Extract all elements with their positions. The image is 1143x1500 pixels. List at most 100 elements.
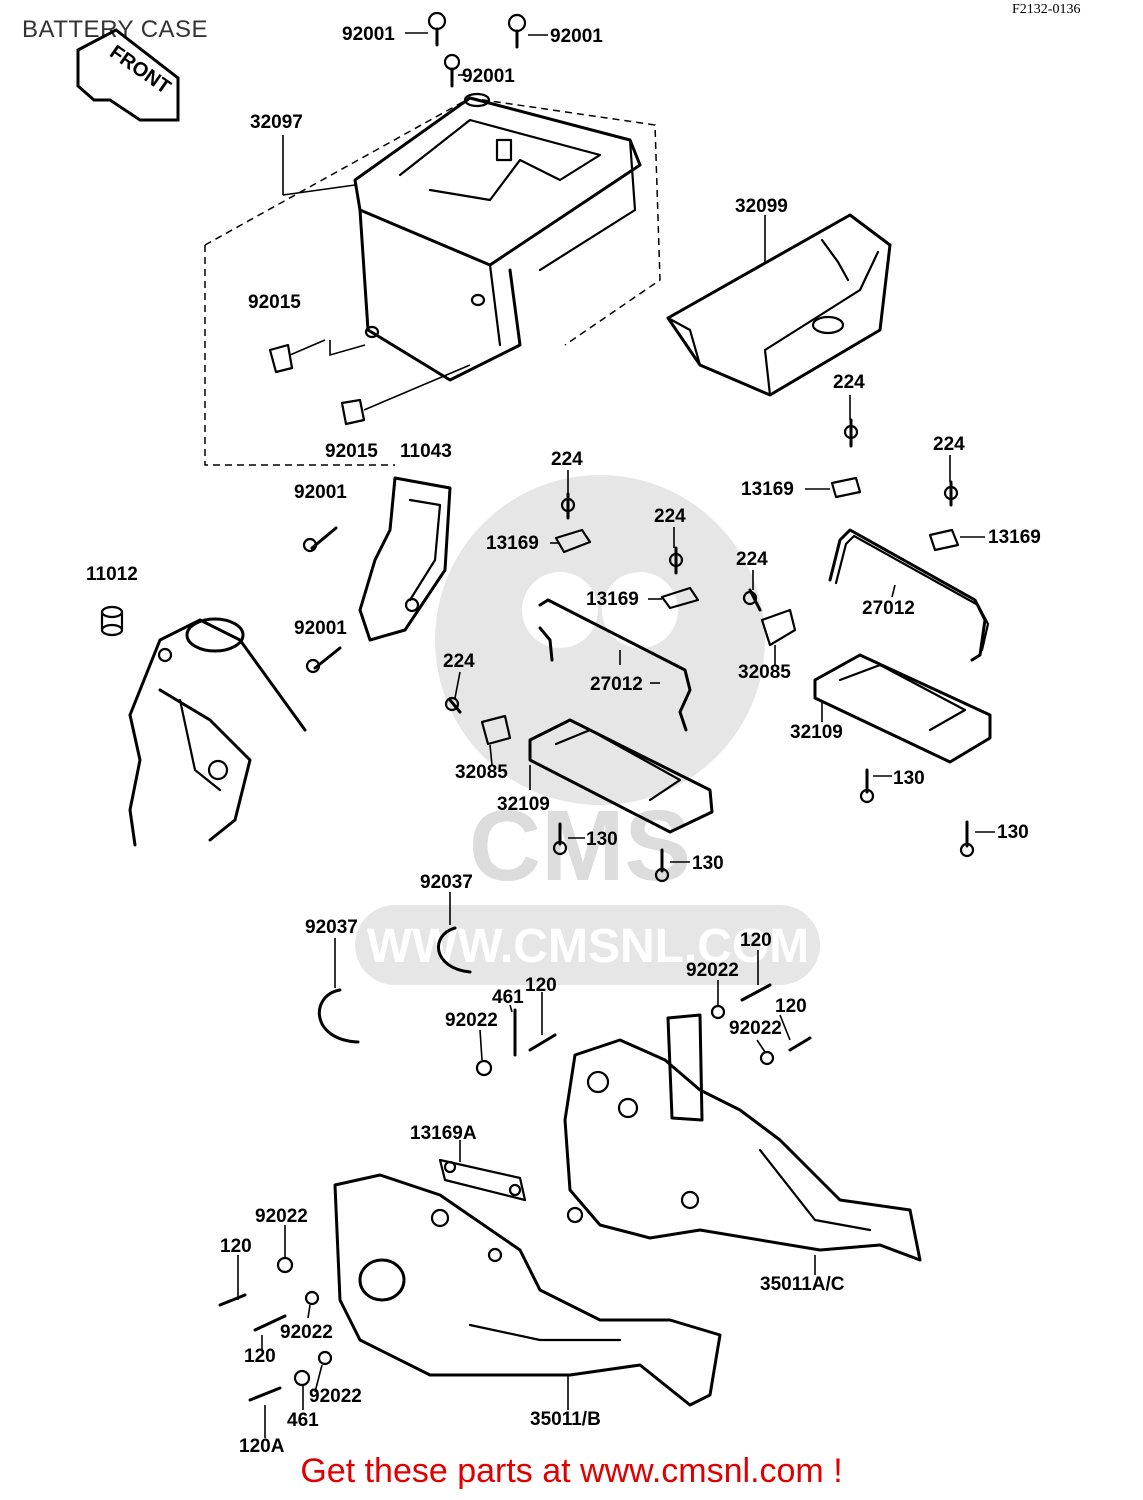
- bolt-224-e: [742, 588, 762, 612]
- label-11043: 11043: [400, 441, 452, 462]
- label-461: 461: [287, 1410, 319, 1431]
- watermark-banner: [355, 905, 820, 985]
- label-11012: 11012: [86, 564, 138, 585]
- label-13169: 13169: [988, 527, 1041, 548]
- label-32097: 32097: [250, 112, 303, 133]
- label-13169: 13169: [486, 533, 539, 554]
- label-32109: 32109: [790, 722, 843, 743]
- watermark-logo: CMS: [469, 790, 691, 902]
- label-35011B: 35011/B: [530, 1409, 601, 1430]
- bolt-224-b: [943, 480, 959, 507]
- bolt-120-upper-c: [528, 1033, 557, 1052]
- nut-92022-lower-b: [304, 1290, 320, 1306]
- label-13169: 13169: [741, 479, 794, 500]
- screw-92001-lower: [305, 646, 342, 674]
- bolt-92001-top-center: [443, 53, 461, 88]
- clamp-32085-center: [480, 714, 512, 746]
- rod-27012-right: [828, 528, 990, 662]
- rod-27012-center: [538, 598, 692, 732]
- part-labels: 92001 92001 92001 32097 32099 92015 9201…: [86, 24, 1041, 1457]
- label-120: 120: [775, 996, 807, 1017]
- label-224: 224: [933, 434, 965, 455]
- label-120: 120: [740, 930, 772, 951]
- label-35011AC: 35011A/C: [760, 1274, 845, 1295]
- label-461: 461: [492, 987, 524, 1008]
- label-224: 224: [833, 372, 865, 393]
- label-32085: 32085: [455, 762, 508, 783]
- label-92001: 92001: [294, 482, 347, 503]
- screw-92001-mid: [302, 526, 338, 553]
- label-224: 224: [551, 449, 583, 470]
- label-224: 224: [654, 506, 686, 527]
- nut-13169-c: [554, 528, 592, 554]
- label-92001: 92001: [342, 24, 395, 45]
- bolt-92001-top-left: [427, 11, 447, 47]
- battery-case-outline-dashed: [469, 97, 661, 346]
- footrest-bracket-35011B: [333, 1173, 722, 1407]
- tray-32109-right: [813, 653, 992, 764]
- label-130: 130: [692, 853, 724, 874]
- label-13169A: 13169A: [410, 1123, 477, 1144]
- front-arrow-icon: FRONT: [76, 28, 180, 122]
- diagram-reference-code: F2132-0136: [1012, 2, 1081, 17]
- label-92001: 92001: [550, 26, 603, 47]
- nut-92022-upper-a: [710, 1004, 726, 1020]
- bolt-224-c: [560, 492, 576, 520]
- leader-92015-lower: [363, 364, 471, 411]
- label-92001: 92001: [294, 618, 347, 639]
- bolt-120-lower-b: [253, 1314, 287, 1332]
- label-224: 224: [443, 651, 475, 672]
- label-130: 130: [997, 822, 1029, 843]
- watermark-mascot-head: [435, 475, 765, 805]
- footrest-bracket-35011AC: [563, 1013, 922, 1262]
- frame-section: [128, 617, 307, 847]
- nut-92022-upper-b: [759, 1050, 775, 1066]
- bolt-120A-lower: [248, 1386, 282, 1402]
- leader-lines: [237, 32, 995, 1438]
- nut-13169-a: [830, 476, 862, 499]
- clip-92037-lower: [317, 988, 360, 1044]
- label-32085: 32085: [738, 662, 791, 683]
- label-92037: 92037: [305, 917, 358, 938]
- label-92015: 92015: [325, 441, 378, 462]
- nut-92022-lower-a: [276, 1256, 294, 1274]
- nut-13169-b: [928, 528, 960, 552]
- nut-13169-d: [660, 586, 700, 610]
- plate-13169A: [438, 1158, 527, 1202]
- collar-11012: [100, 605, 124, 637]
- bolt-92001-top-right: [507, 13, 527, 49]
- label-120: 120: [244, 1346, 276, 1367]
- label-27012: 27012: [862, 598, 915, 619]
- bolt-130-a: [859, 768, 875, 804]
- label-92037: 92037: [420, 872, 473, 893]
- tray-32109-center: [528, 718, 714, 834]
- label-92022: 92022: [729, 1018, 782, 1039]
- watermark-url: WWW.CMSNL.COM: [367, 920, 810, 973]
- bolt-120-upper-a: [740, 983, 772, 1002]
- label-92022: 92022: [309, 1386, 362, 1407]
- label-92022: 92022: [686, 960, 739, 981]
- label-13169: 13169: [586, 589, 639, 610]
- label-32099: 32099: [735, 196, 788, 217]
- label-27012: 27012: [590, 674, 643, 695]
- bolt-120-upper-b: [788, 1036, 812, 1052]
- label-130: 130: [586, 829, 618, 850]
- bolt-120-lower-a: [218, 1293, 247, 1307]
- label-92022: 92022: [280, 1322, 333, 1343]
- footer-parts-link[interactable]: Get these parts at www.cmsnl.com !: [300, 1452, 843, 1490]
- leader-92015-left: [289, 339, 326, 356]
- label-130: 130: [893, 768, 925, 789]
- label-120: 120: [220, 1236, 252, 1257]
- watermark-mascot-eye-right: [602, 572, 678, 648]
- bolt-130-d: [654, 848, 670, 883]
- nut-92022-lower-c: [317, 1350, 333, 1366]
- battery-cover-32099: [666, 213, 892, 397]
- label-92022: 92022: [445, 1010, 498, 1031]
- battery-case-32097: [329, 92, 642, 382]
- label-120A: 120A: [239, 1436, 285, 1457]
- label-92001: 92001: [462, 66, 515, 87]
- clip-92015-left: [268, 343, 294, 374]
- clip-92015-lower: [340, 398, 366, 426]
- watermark-mascot-eye-left: [522, 572, 598, 648]
